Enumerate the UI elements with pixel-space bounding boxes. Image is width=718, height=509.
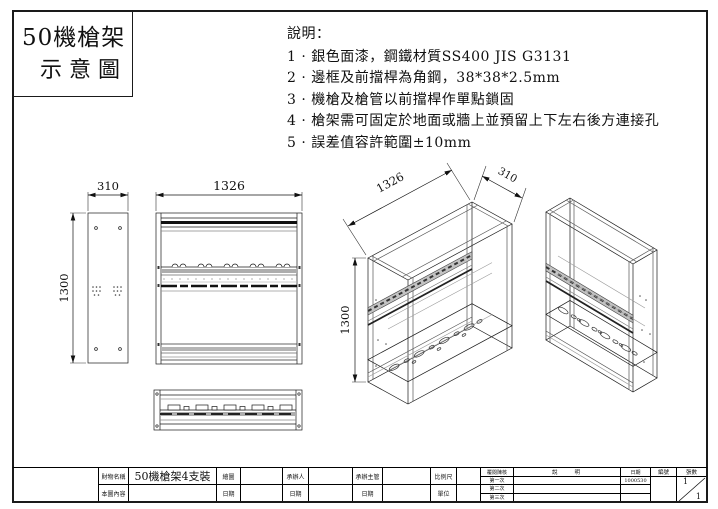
handler-label: 承辦人 xyxy=(286,473,305,481)
titleblock-empty-cell xyxy=(14,468,98,501)
scale-label: 比例尺 xyxy=(434,473,453,481)
revision-desc-header: 說 明 xyxy=(513,468,620,476)
sheets-label: 張數 xyxy=(677,468,706,477)
scale-value xyxy=(457,468,480,484)
sheet-total: 1 xyxy=(695,492,701,501)
supervisor-date-value xyxy=(383,484,430,501)
revision-row-date xyxy=(620,493,650,501)
supervisor-date-label: 日期 xyxy=(353,484,382,501)
dim-height: 1300 xyxy=(57,273,71,302)
notes-heading: 說明： xyxy=(287,26,331,42)
supervisor-value xyxy=(383,468,430,484)
dim-side-width: 310 xyxy=(97,179,119,193)
revision-row-label: 第三次 xyxy=(489,494,505,501)
draw-date-label: 日期 xyxy=(217,484,240,501)
sheets-diagonal xyxy=(678,477,706,502)
dim-iso-height: 1300 xyxy=(338,305,352,334)
note-item-3: 3 · 機槍及槍管以前擋桿作單點鎖固 xyxy=(287,91,515,108)
note-item-4: 4 · 槍架需可固定於地面或牆上並預留上下左右後方連接孔 xyxy=(287,113,660,129)
revision-row-desc xyxy=(513,477,620,485)
title-block: 財物名稱 本圖內容 50機槍架4支裝 繪圖 日期 承辦人 日期 承辦主管 日期 xyxy=(12,467,708,503)
side-view xyxy=(87,212,129,364)
revision-table: 覆閱陳核 說 明 日期 第一次 1000530 第二次 第三次 xyxy=(480,468,650,501)
sheets-value: 1 1 xyxy=(677,477,706,502)
handler-date-label: 日期 xyxy=(283,484,308,501)
revision-date-header: 日期 xyxy=(620,468,650,476)
front-view-dimensions: 1326 xyxy=(155,178,303,211)
revision-row-date xyxy=(620,485,650,493)
draw-label: 繪圖 xyxy=(222,473,235,481)
item-name-label: 財物名稱 xyxy=(101,473,126,481)
draw-date-value xyxy=(241,484,282,501)
drawing-title: 50機槍架 xyxy=(22,25,126,51)
revision-row-label: 第一次 xyxy=(489,478,505,485)
review-header: 覆閱陳核 xyxy=(486,469,507,476)
dim-front-width: 1326 xyxy=(213,178,245,193)
title-box: 50機槍架 示意圖 xyxy=(14,12,133,97)
number-value xyxy=(651,477,676,501)
iso-view-dimensions: 1326 310 1300 xyxy=(338,162,527,383)
front-view xyxy=(155,212,303,365)
sheet-number: 1 xyxy=(683,477,689,486)
draw-value xyxy=(241,468,282,484)
item-name-value: 50機槍架4支裝 xyxy=(134,470,211,483)
content-value xyxy=(129,484,216,501)
handler-value xyxy=(309,468,352,484)
note-item-5: 5 · 誤差值容許範圍±10mm xyxy=(287,134,472,151)
revision-row-desc xyxy=(513,485,620,493)
supervisor-label: 承辦主管 xyxy=(355,473,380,481)
note-item-1: 1 · 銀色面漆，鋼鐵材質SS400 JIS G3131 xyxy=(287,48,572,65)
top-view xyxy=(153,389,303,431)
revision-row-date: 1000530 xyxy=(620,477,650,485)
handler-date-value xyxy=(309,484,352,501)
note-item-2: 2 · 邊框及前擋桿為角鋼，38*38*2.5mm xyxy=(287,70,561,86)
iso-view-back xyxy=(545,197,658,393)
notes-block: 說明： 1 · 銀色面漆，鋼鐵材質SS400 JIS G3131 2 · 邊框及… xyxy=(287,24,697,154)
unit-value xyxy=(457,484,480,501)
dim-iso-depth: 310 xyxy=(496,165,519,185)
iso-view-front xyxy=(367,201,513,405)
revision-row-label: 第二次 xyxy=(489,486,505,493)
side-view-dimensions: 310 1300 xyxy=(57,179,129,364)
drawing-subtitle: 示意圖 xyxy=(40,58,128,83)
content-label: 本圖內容 xyxy=(99,484,128,501)
revision-row-desc xyxy=(513,493,620,501)
number-label: 編號 xyxy=(651,468,676,477)
unit-label: 單位 xyxy=(431,484,456,501)
dim-iso-width: 1326 xyxy=(374,169,406,195)
